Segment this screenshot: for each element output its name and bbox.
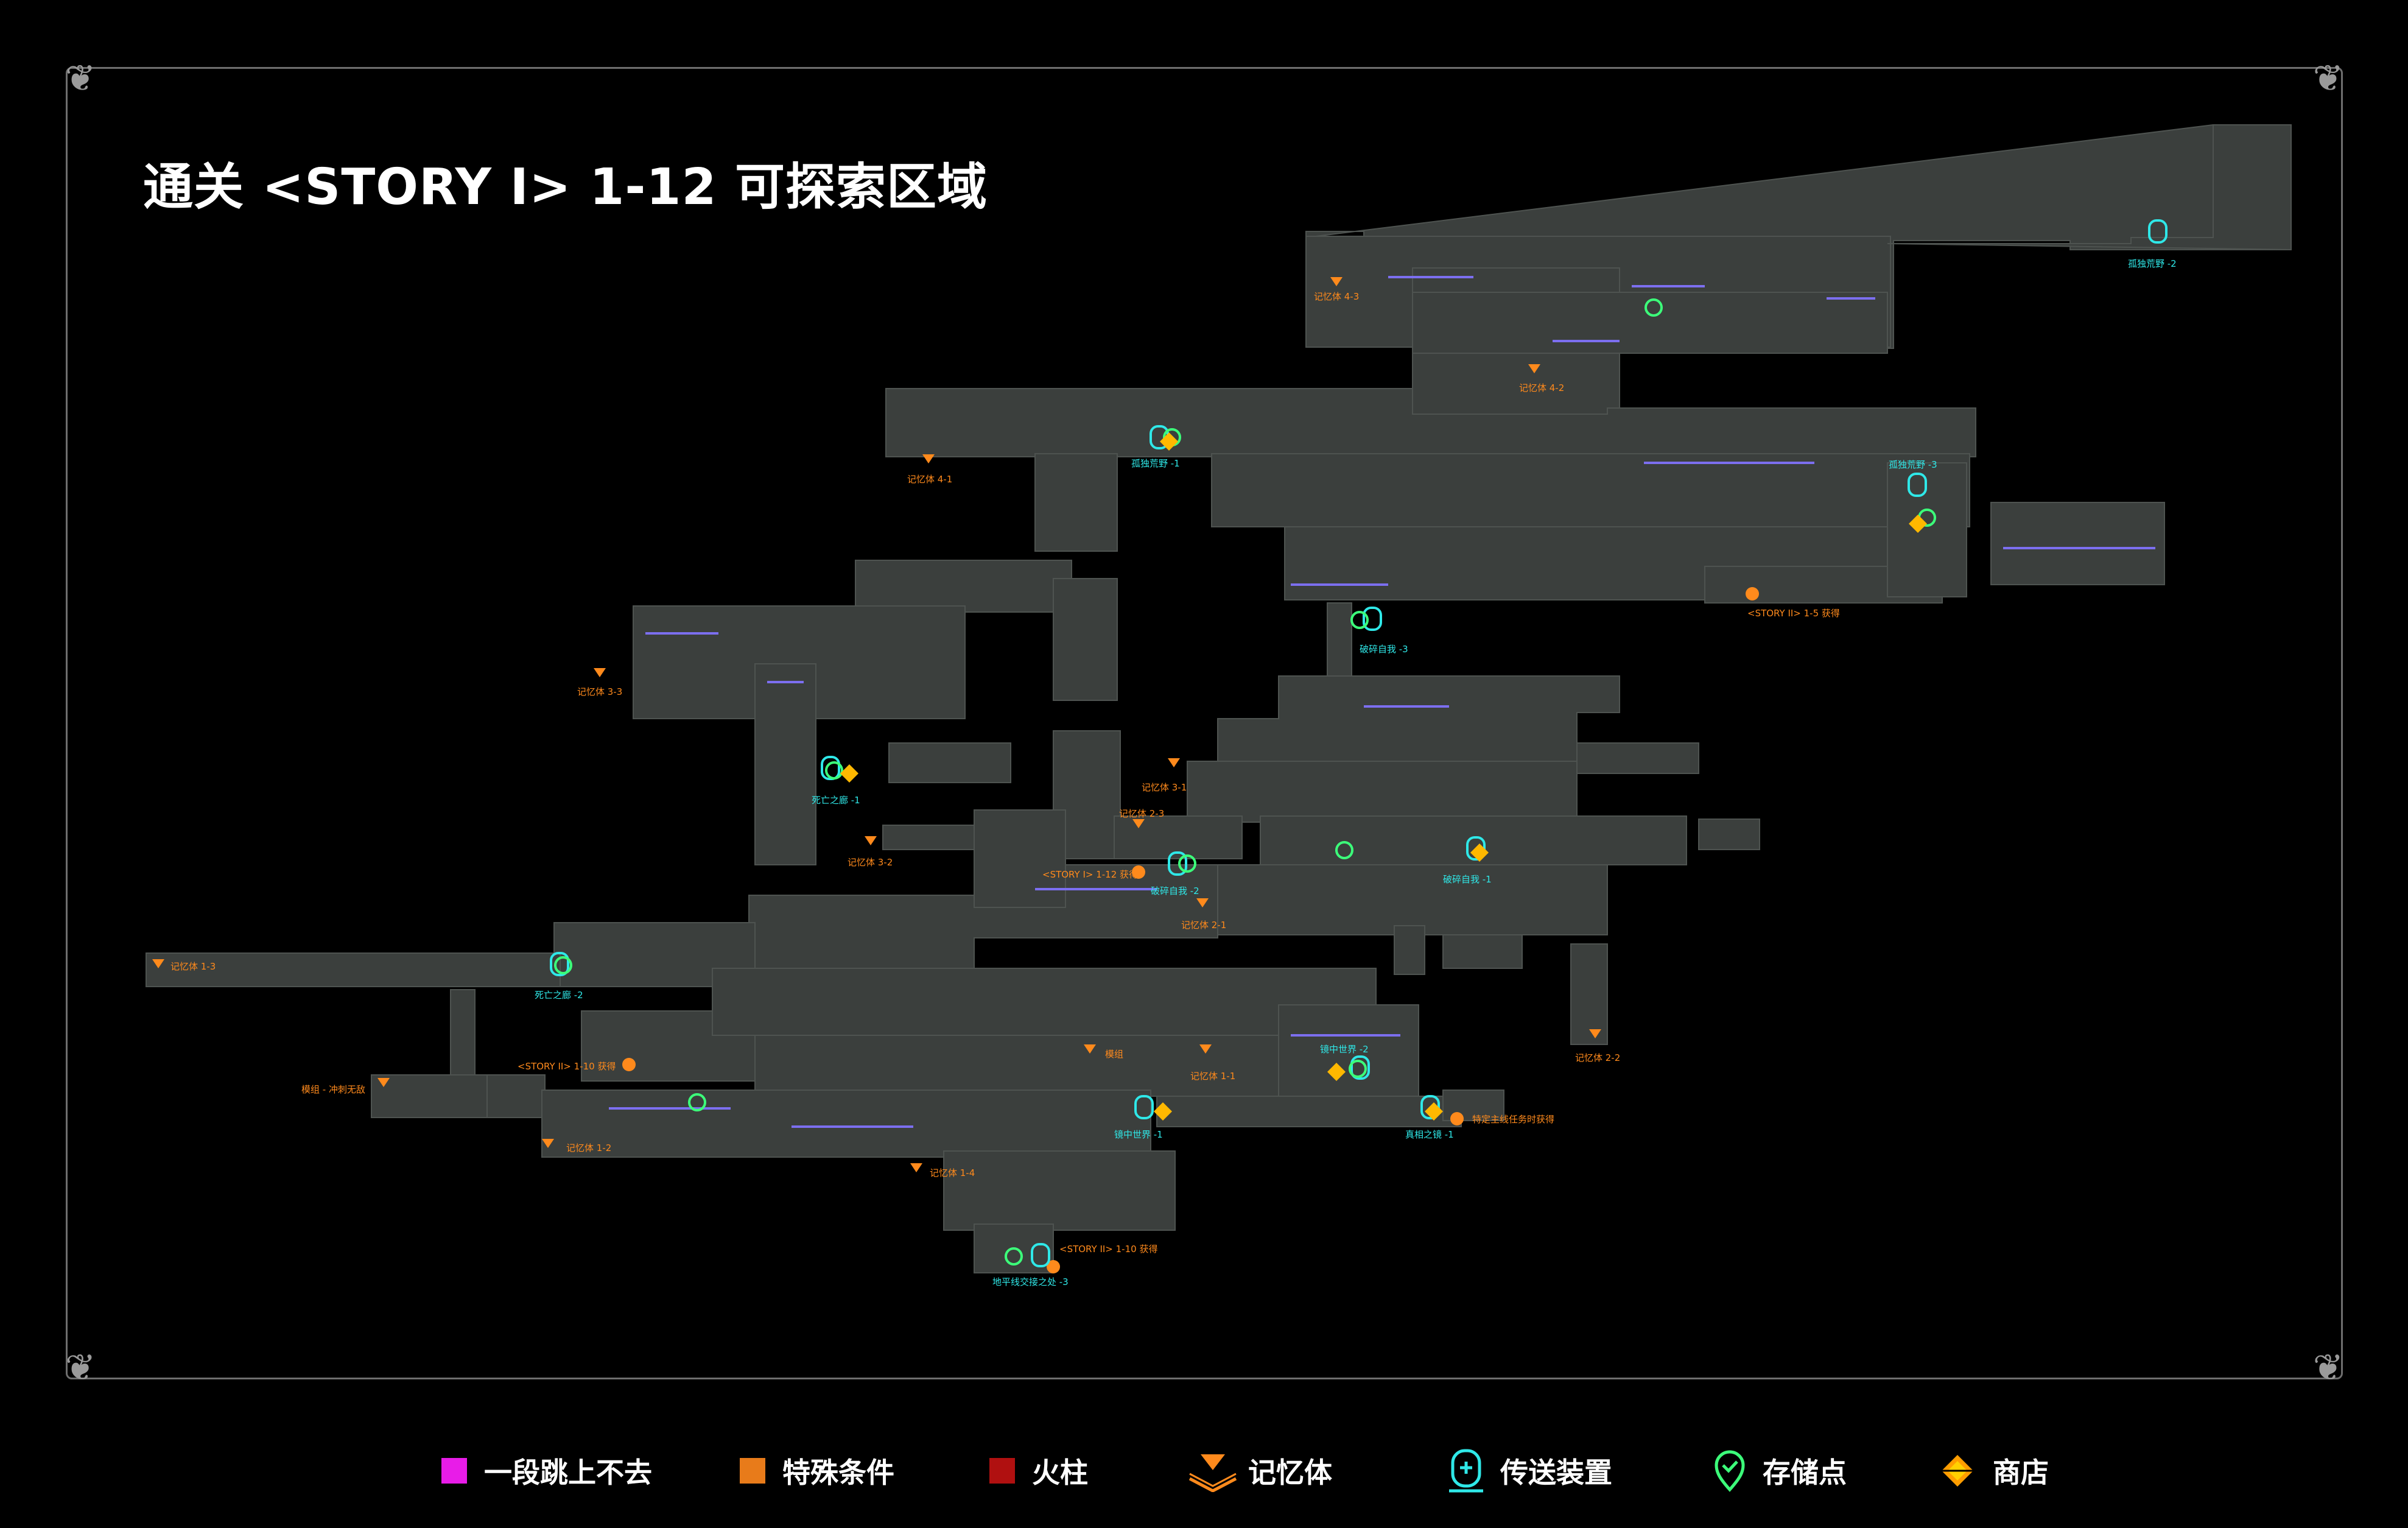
map-label: 死亡之廊 -2 (535, 990, 583, 1001)
map-label: 破碎自我 -2 (1151, 885, 1199, 896)
legend-label: 传送装置 (1500, 1456, 1612, 1489)
map-label: 记忆体 3-3 (577, 686, 623, 697)
legend-label: 火柱 (1032, 1456, 1088, 1489)
map-label: 破碎自我 -1 (1443, 874, 1492, 885)
map-label: 记忆体 4-3 (1314, 291, 1360, 302)
map-label: 记忆体 2-3 (1119, 808, 1165, 819)
memory-icon (1188, 1454, 1237, 1492)
magenta-square-icon (441, 1458, 467, 1484)
map-label: 特定主线任务时获得 (1472, 1114, 1555, 1125)
corner-ornament-icon: ❦ (2312, 57, 2343, 100)
map-label: <STORY II> 1-5 获得 (1747, 608, 1840, 619)
legend-item: 商店 (1939, 1443, 2049, 1498)
legend-label: 一段跳上不去 (484, 1456, 652, 1489)
page-title: 通关 <STORY I> 1-12 可探索区域 (143, 158, 988, 216)
map-label: <STORY II> 1-10 获得 (1059, 1244, 1158, 1255)
map-label: 记忆体 3-2 (848, 857, 893, 868)
shop-icon (1942, 1455, 1973, 1487)
legend-item: 火柱 (989, 1443, 1088, 1498)
corner-ornament-icon: ❦ (2312, 1347, 2343, 1389)
platform-lines (609, 276, 2155, 1128)
map-label: 镜中世界 -1 (1114, 1129, 1163, 1140)
map-label: 记忆体 4-2 (1519, 382, 1565, 393)
map-label: 地平线交接之处 -3 (992, 1276, 1069, 1287)
legend-item: 记忆体 (1187, 1443, 1332, 1498)
map-label: 记忆体 4-1 (907, 474, 953, 485)
legend-item: 传送装置 (1449, 1443, 1612, 1498)
map-label: 记忆体 1-2 (566, 1142, 612, 1153)
special-point-icon (622, 587, 1759, 1273)
map-label: 模组 (1105, 1049, 1124, 1060)
map-label: <STORY II> 1-10 获得 (518, 1061, 616, 1072)
map-label: 记忆体 2-1 (1181, 920, 1227, 931)
map-label: 死亡之廊 -1 (812, 795, 860, 806)
legend-label: 记忆体 (1248, 1456, 1332, 1489)
map-frame: ❦ ❦ ❦ ❦ (65, 60, 2343, 1386)
memory-icon[interactable] (152, 277, 1601, 1172)
save-icon[interactable] (554, 298, 1936, 1266)
map-label: 真相之镜 -1 (1405, 1129, 1454, 1140)
legend: 一段跳上不去 特殊条件 火柱 记忆体 传送装置 存储点 (0, 1443, 2408, 1498)
map-label: 记忆体 2-2 (1575, 1052, 1621, 1063)
map-label: <STORY I> 1-12 获得 (1042, 869, 1139, 880)
map-label: 记忆体 3-1 (1142, 782, 1187, 793)
corner-ornament-icon: ❦ (65, 1347, 96, 1389)
legend-label: 存储点 (1763, 1456, 1847, 1489)
map-label: 孤独荒野 -2 (2128, 258, 2177, 269)
map-label: 记忆体 1-4 (930, 1167, 975, 1178)
teleport-icon (1449, 1449, 1483, 1493)
map-rooms (146, 124, 2292, 1273)
red-square-icon (989, 1458, 1015, 1484)
map-label: 镜中世界 -2 (1320, 1044, 1369, 1055)
save-icon (1715, 1450, 1745, 1492)
map-label: 模组 - 冲刺无敌 (301, 1084, 365, 1095)
corner-ornament-icon: ❦ (65, 57, 96, 100)
map-label: 孤独荒野 -3 (1889, 459, 1937, 470)
legend-item: 一段跳上不去 (441, 1443, 652, 1498)
map-label: 记忆体 1-3 (170, 961, 216, 972)
orange-square-icon (740, 1458, 765, 1484)
legend-label: 商店 (1993, 1456, 2049, 1489)
map-label: 破碎自我 -3 (1360, 644, 1408, 655)
map-label: 孤独荒野 -1 (1131, 458, 1180, 469)
markers (152, 219, 2168, 1273)
map-label: 记忆体 1-1 (1190, 1071, 1236, 1082)
legend-item: 存储点 (1714, 1443, 1847, 1498)
legend-label: 特殊条件 (782, 1456, 894, 1489)
legend-item: 特殊条件 (740, 1443, 894, 1498)
shop-icon[interactable] (840, 432, 1927, 1121)
